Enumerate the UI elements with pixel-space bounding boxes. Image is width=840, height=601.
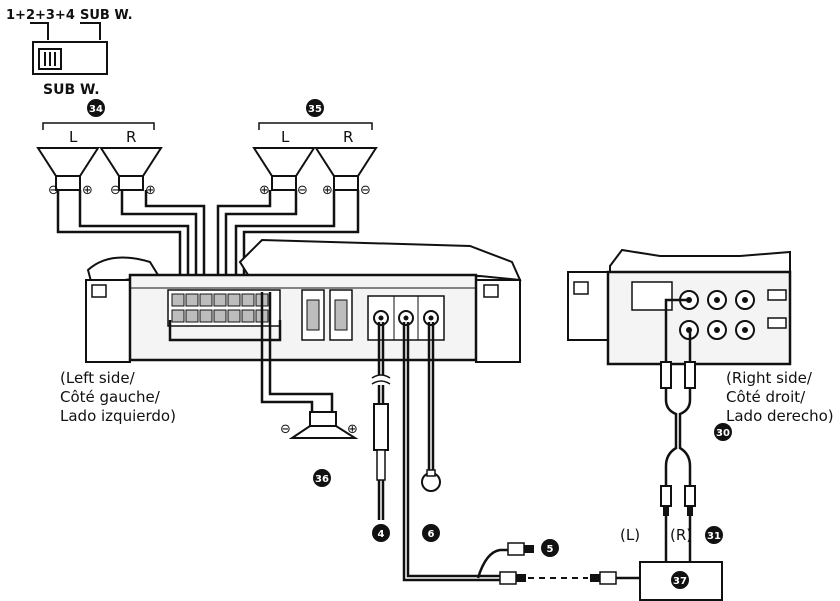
switch-option-right: SUB W. [80,8,133,23]
speaker-label-left: L [69,128,78,146]
left-side-line: Côté gauche/ [60,388,160,406]
sub-woofer-switch: 1+2+3+4 SUB W. SUB W. [6,8,133,98]
remote-wire [476,548,510,579]
badge-34: 34 [89,104,103,115]
terminal-plus: ⊕ [259,183,270,198]
plug-label-left: (L) [620,526,640,544]
badge-4: 4 [378,529,385,540]
left-side-caption: (Left side/ Côté gauche/ Lado izquierdo) [60,369,176,426]
amplifier-left-side [85,238,522,363]
badge-36: 36 [315,474,329,485]
terminal-minus: ⊖ [360,183,371,198]
switch-option-left: 1+2+3+4 [6,8,75,23]
subwoofer: ⊖ ⊕ 36 [280,411,359,487]
rca-cable [664,298,692,562]
badge-6: 6 [428,529,435,540]
inline-fuse-holder [373,403,389,451]
speaker-wires [56,190,360,292]
speaker-pair-rear: 35 L R ⊕ ⊖ ⊕ ⊖ [253,99,377,198]
left-side-line: Lado izquierdo) [60,407,176,425]
terminal-minus: ⊖ [48,183,59,198]
speaker-pair-front: 34 L R ⊖ ⊕ ⊖ ⊕ [37,99,162,198]
switch-label: SUB W. [43,82,100,98]
plug-label-right: (R) [670,526,692,544]
badge-35: 35 [308,104,322,115]
badge-37: 37 [673,576,687,587]
right-side-line: Lado derecho) [726,407,834,425]
right-side-caption: (Right side/ Côté droit/ Lado derecho) [726,369,834,426]
right-side-line: (Right side/ [726,369,812,387]
speaker-label-right: R [343,128,353,146]
left-side-line: (Left side/ [60,369,135,387]
amplifier-right-side [567,248,792,366]
terminal-plus: ⊕ [145,183,156,198]
terminal-plus: ⊕ [347,422,358,437]
terminal-jumper-wires [168,320,282,342]
terminal-minus: ⊖ [297,183,308,198]
terminal-plus: ⊕ [82,183,93,198]
speaker-label-left: L [281,128,290,146]
badge-30: 30 [716,428,730,439]
right-side-line: Côté droit/ [726,388,806,406]
badge-5: 5 [547,544,554,555]
badge-31: 31 [707,531,721,542]
terminal-plus: ⊕ [322,183,333,198]
terminal-minus: ⊖ [110,183,121,198]
terminal-minus: ⊖ [280,422,291,437]
speaker-label-right: R [126,128,136,146]
